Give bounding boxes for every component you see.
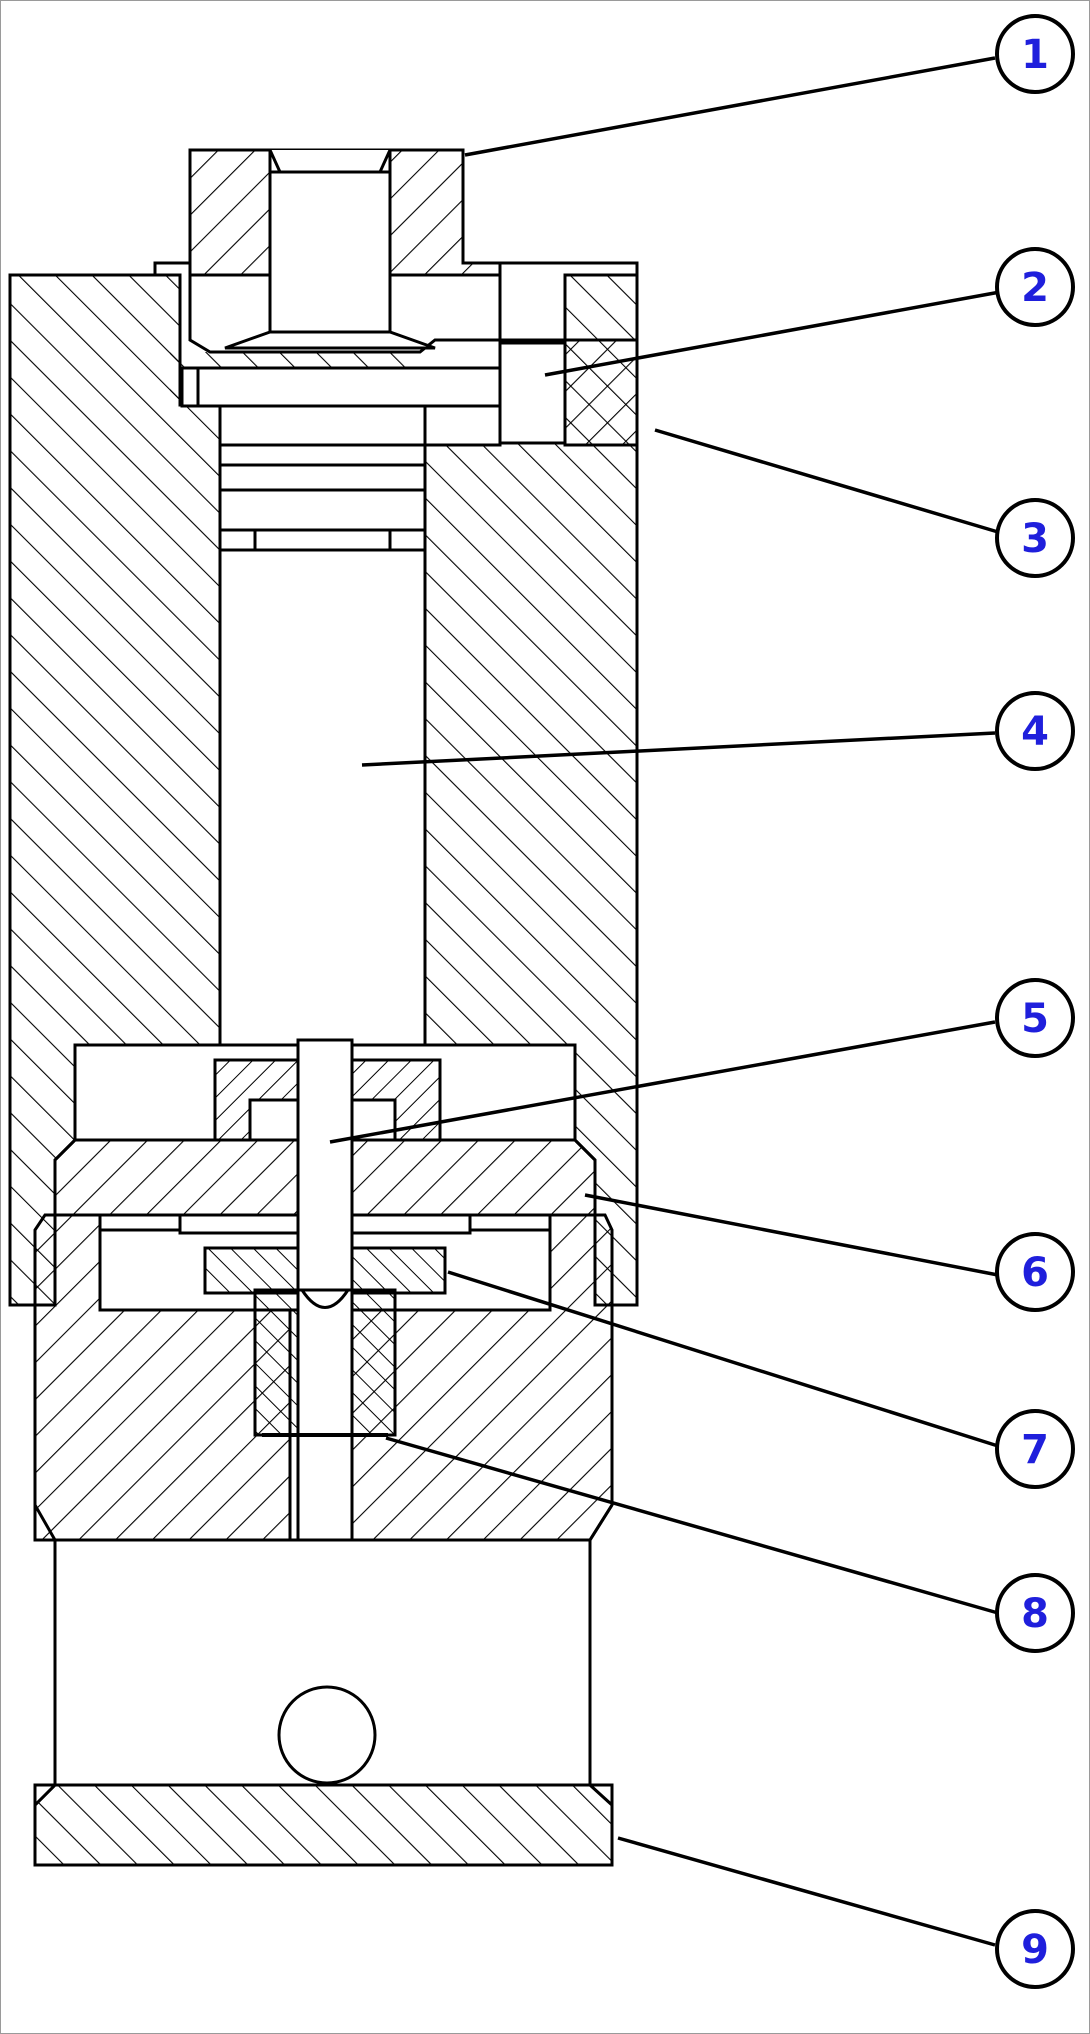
callout-circle-8 [995,1573,1075,1653]
needle-stem [296,1038,354,1317]
callout-circle-9 [995,1909,1075,1989]
callout-circle-7 [995,1409,1075,1489]
callout-circle-2 [995,247,1075,327]
leader-5 [329,1020,996,1144]
callout-circle-5 [995,978,1075,1058]
needle-tail [296,1288,354,1542]
callout-label-5: 5 [1021,996,1049,1042]
center-bore [218,404,427,1048]
callout-circle-4 [995,691,1075,771]
leader-3 [654,428,999,534]
side-plug [563,338,639,447]
callout-label-8: 8 [1021,1591,1049,1637]
callout-label-7: 7 [1021,1427,1049,1473]
leader-1 [464,56,996,157]
callout-label-1: 1 [1021,32,1049,78]
callout-label-3: 3 [1021,516,1049,562]
groove-ring [218,528,427,552]
callout-label-9: 9 [1021,1927,1049,1973]
callout-circle-1 [995,14,1075,94]
callout-circle-6 [995,1232,1075,1312]
leader-2 [544,290,1001,377]
leader-lines [329,56,1001,1947]
outlet-port [277,1685,377,1785]
leader-8 [385,1436,999,1615]
inlet-bore [268,170,392,334]
callout-circle-3 [995,498,1075,578]
callout-label-4: 4 [1021,709,1049,755]
leader-6 [584,1193,999,1277]
callout-circles [995,14,1075,1989]
inlet-fitting [188,148,502,350]
leader-4 [361,731,996,767]
side-pin [498,341,567,445]
callout-label-6: 6 [1021,1250,1049,1296]
callout-label-2: 2 [1021,265,1049,311]
leader-9 [617,1836,996,1947]
leader-7 [447,1270,999,1448]
upper-washer [180,366,539,408]
outlet-housing-base [33,1783,614,1867]
